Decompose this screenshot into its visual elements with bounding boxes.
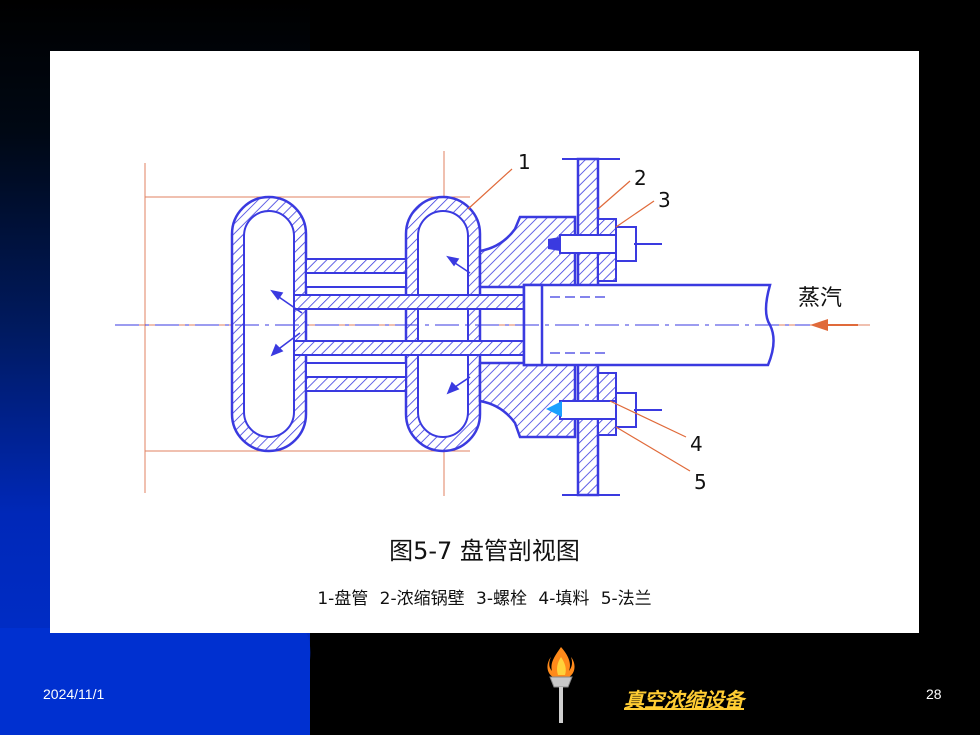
label-1: 1 bbox=[518, 150, 531, 174]
packing-lower bbox=[546, 401, 562, 417]
label-5: 5 bbox=[694, 470, 707, 494]
steam-arrow bbox=[810, 319, 828, 331]
coil-section-diagram: 1 2 3 4 5 蒸汽 bbox=[115, 150, 870, 497]
flow-arrows bbox=[270, 255, 471, 395]
coil-right-inner bbox=[417, 210, 469, 438]
footer-title-link[interactable]: 真空浓缩设备 bbox=[624, 688, 744, 712]
boss-upper bbox=[478, 215, 577, 297]
boss-lower bbox=[478, 353, 577, 439]
footer-date: 2024/11/1 bbox=[43, 686, 105, 702]
leader-lines bbox=[467, 168, 691, 472]
label-3: 3 bbox=[658, 188, 671, 212]
figure-caption: 图5-7 盘管剖视图 bbox=[389, 537, 580, 565]
coil-left-inner bbox=[243, 210, 295, 438]
packing-upper bbox=[548, 237, 560, 251]
figure-legend: 1-盘管 2-浓缩锅壁 3-螺栓 4-填料 5-法兰 bbox=[317, 589, 652, 609]
label-steam: 蒸汽 bbox=[798, 286, 842, 311]
label-2: 2 bbox=[634, 166, 647, 190]
page-number: 28 bbox=[926, 686, 942, 702]
torch-icon bbox=[547, 647, 575, 723]
figure-panel: 1 2 3 4 5 蒸汽 图5-7 盘管剖视图 1-盘管 2-浓缩锅壁 3-螺栓… bbox=[50, 51, 919, 633]
bolts bbox=[559, 226, 662, 428]
connecting-tubes bbox=[305, 258, 407, 392]
label-4: 4 bbox=[690, 432, 703, 456]
